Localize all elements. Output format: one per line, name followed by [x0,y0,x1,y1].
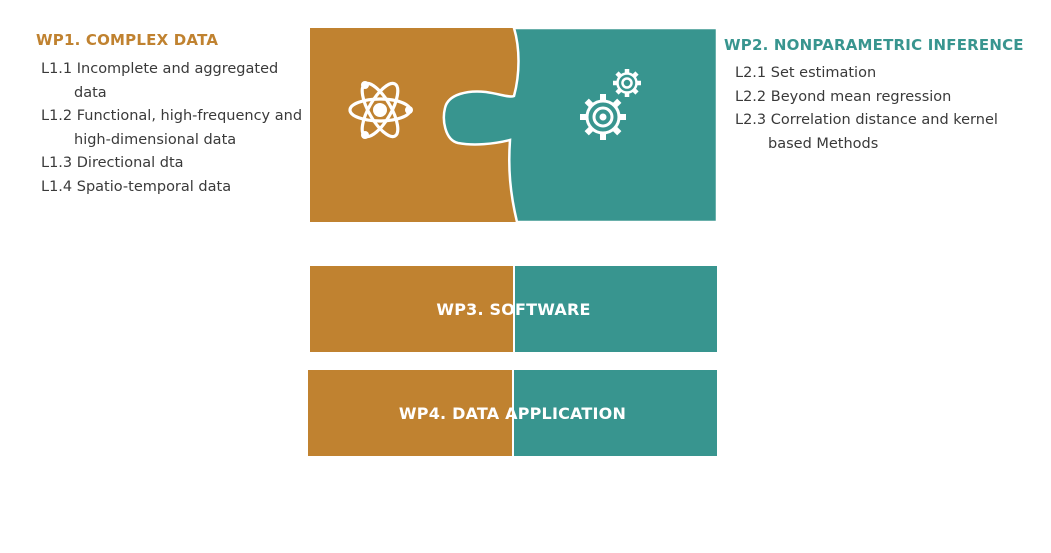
wp3-bar-teal [515,266,717,352]
wp2-task-list: L2.1 Set estimation L2.2 Beyond mean reg… [735,62,1035,156]
task-text: Incomplete and aggregated data [74,61,279,101]
task-code: L2.3 [735,112,767,128]
task-text: Correlation distance and kernel based Me… [768,112,998,152]
list-item: L2.3 Correlation distance and kernel bas… [735,109,1035,156]
task-text: Beyond mean regression [770,88,952,105]
gears-icon [580,69,641,140]
wp2-title: WP2. NONPARAMETRIC INFERENCE [724,36,1024,54]
task-code: L2.2 [735,88,767,105]
list-item: L1.2 Functional, high-frequency and high… [41,105,303,152]
wp1-title: WP1. COMPLEX DATA [36,31,219,49]
task-code: L1.3 [41,155,73,171]
wp1-task-list: L1.1 Incomplete and aggregated data L1.2… [41,58,303,199]
task-text: Set estimation [770,65,877,81]
task-code: L1.2 [41,108,73,124]
list-item: L1.1 Incomplete and aggregated data [41,58,303,105]
task-text: Directional dta [76,155,184,171]
wp3-bar: WP3. SOFTWARE [310,266,717,352]
task-code: L1.1 [41,61,73,77]
list-item: L2.2 Beyond mean regression [735,86,1035,110]
puzzle-piece-right [442,28,717,222]
list-item: L1.4 Spatio-temporal data [41,176,303,200]
task-code: L2.1 [735,65,767,81]
wp4-bar: WP4. DATA APPLICATION [308,370,717,456]
task-text: Functional, high-frequency and high-dime… [74,108,303,148]
list-item: L2.1 Set estimation [735,62,1035,86]
wp4-label: WP4. DATA APPLICATION [398,403,627,423]
task-code: L1.4 [41,178,73,195]
wp4-bar-gold [308,370,512,456]
wp3-bar-gold [310,266,513,352]
atom-icon [348,81,413,139]
wp3-label: WP3. SOFTWARE [436,299,591,319]
list-item: L1.3 Directional dta [41,152,303,176]
puzzle-top [310,28,717,222]
wp4-bar-teal [514,370,717,456]
task-text: Spatio-temporal data [76,178,232,195]
